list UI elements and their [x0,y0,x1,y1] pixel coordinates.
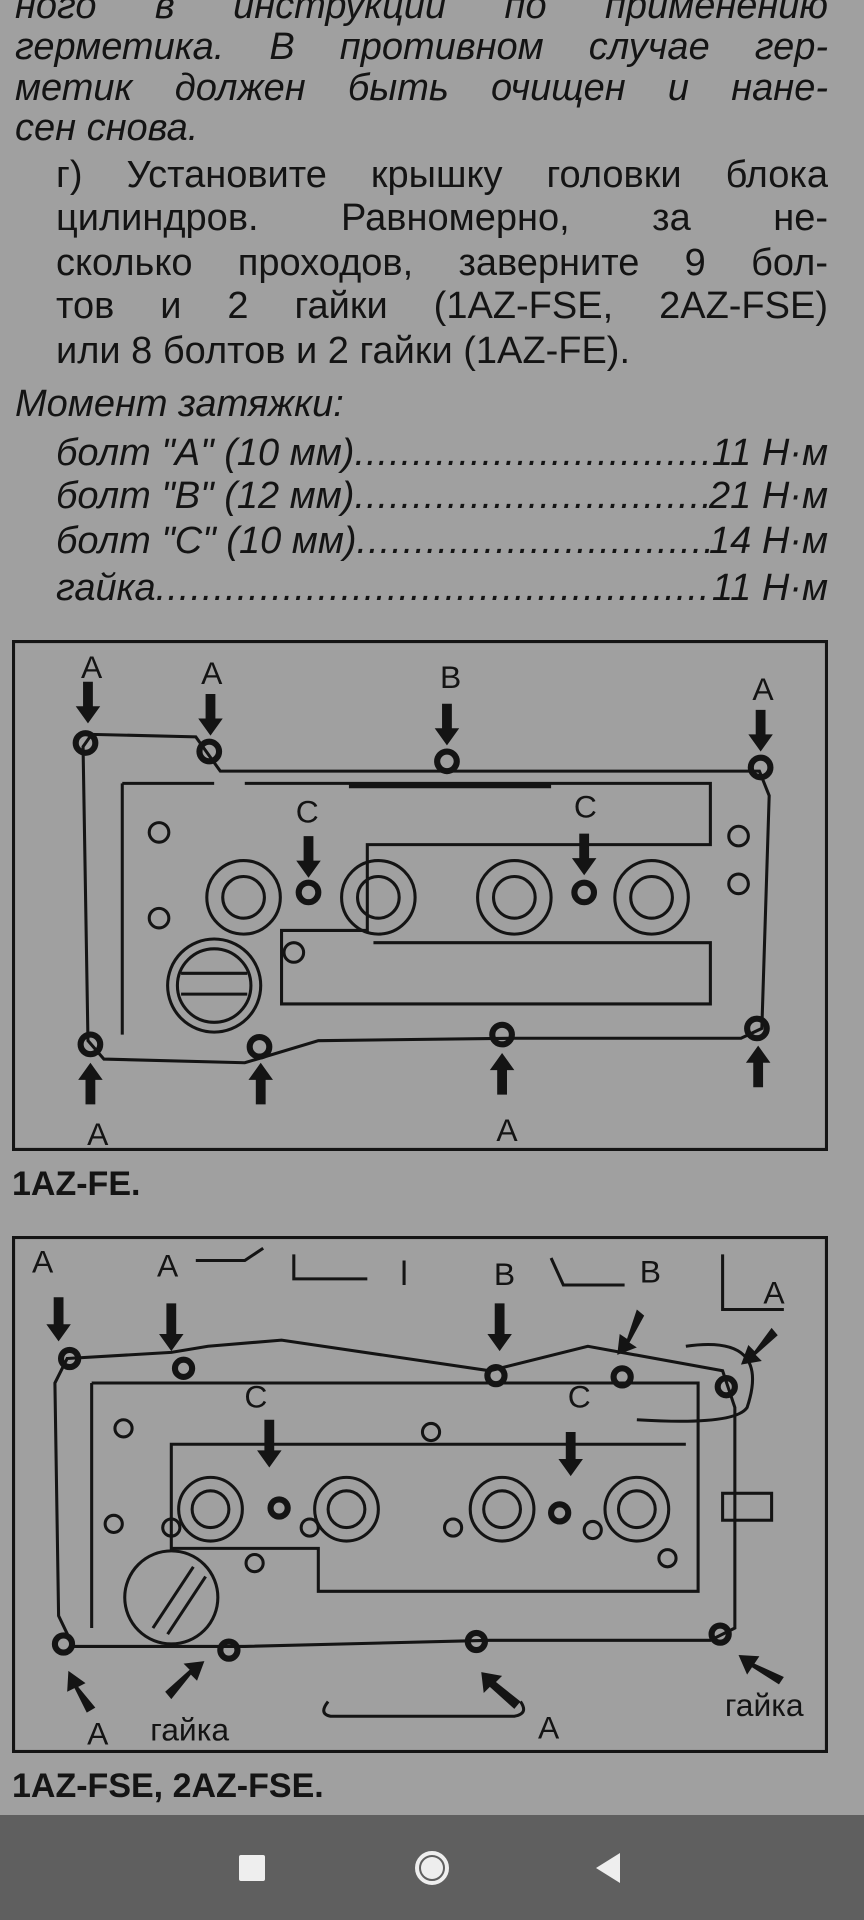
bolt-label: A [87,1715,109,1751]
torque-title: Момент затяжки: [15,383,344,425]
back-icon [596,1853,620,1883]
dot-leader [354,474,709,518]
figure-caption: 1AZ-FE. [12,1165,141,1203]
nut-label: гайка [150,1712,229,1748]
bolt-label: A [87,1116,109,1151]
bolt-label: A [201,655,223,691]
text-line: сколько проходов, заверните 9 бол- [56,242,828,284]
torque-label: болт "C" (10 мм) [56,520,357,562]
bolt-label: C [574,789,597,825]
torque-value: 11 Н·м [711,567,828,609]
bolt-label: C [568,1379,591,1415]
arrow-icons [46,1297,784,1713]
text-line: герметика. В противном случае гер- [15,26,828,68]
figure-frame [12,1236,828,1753]
bolt-label: C [296,794,319,830]
torque-label: болт "B" (12 мм) [56,475,355,517]
torque-row: гайка 11 Н·м [56,566,828,610]
bolt-label: B [494,1256,515,1292]
gasket-outline [53,1338,737,1648]
nut-label: гайка [725,1687,804,1723]
engine-background [322,1700,526,1718]
cover-body [90,1381,700,1629]
bolt-label: A [157,1247,179,1283]
camshaft-holes [103,1418,678,1574]
text-line: сен снова. [15,107,199,149]
torque-label: болт "A" (10 мм) [56,432,355,474]
torque-value: 11 Н·м [711,432,828,474]
home-icon [415,1851,449,1885]
bolt-label: A [752,671,774,707]
recents-button[interactable] [229,1845,275,1891]
bolt-label: A [32,1244,54,1280]
oil-filler-cap-icon [123,1549,220,1646]
hose [636,1343,754,1423]
text-line: тов и 2 гайки (1AZ-FSE, 2AZ-FSE) [56,285,828,327]
torque-row: болт "B" (12 мм) 21 Н·м [56,474,828,518]
text-line: ного в инструкции по применению [15,0,828,27]
torque-value: 21 Н·м [709,475,828,517]
arrow-icons [75,681,773,1105]
bolt-label: C [244,1379,267,1415]
figure-frame [12,640,828,1151]
cover-body [120,781,712,1035]
home-button[interactable] [409,1845,455,1891]
bolts [72,730,774,1060]
text-line: г) Установите крышку головки блока [56,154,828,196]
dot-leader [357,519,709,563]
bolt-label: A [538,1709,560,1745]
figure-1az-fe: A A B A C C A A [12,640,828,1151]
bolt-label: A [763,1274,785,1310]
text-line: метик должен быть очищен и нане- [15,67,828,109]
engine-background [195,1246,784,1312]
dot-leader [354,431,711,475]
camshaft-holes [147,821,750,964]
bolt-label: A [81,649,103,685]
recents-icon [239,1855,265,1881]
text-line: цилиндров. Равномерно, за не- [56,197,828,239]
torque-label: гайка [56,567,156,609]
bolt-label: B [640,1254,661,1290]
oil-filler-cap-icon [166,937,263,1034]
bolt-label: B [440,659,461,695]
navigation-bar [0,1815,864,1920]
torque-row: болт "A" (10 мм) 11 Н·м [56,431,828,475]
back-button[interactable] [585,1845,631,1891]
figure-caption: 1AZ-FSE, 2AZ-FSE. [12,1767,324,1805]
figure-1az-fse-2az-fse: A A B B A C C A гайка A гайка [12,1236,828,1753]
bolt-label: A [496,1112,518,1148]
text-line: или 8 болтов и 2 гайки (1AZ-FE). [56,330,631,372]
bolts [51,1346,738,1662]
torque-value: 14 Н·м [709,520,828,562]
torque-row: болт "C" (10 мм) 14 Н·м [56,519,828,563]
pipe-fitting [721,1491,774,1522]
dot-leader [156,566,712,610]
